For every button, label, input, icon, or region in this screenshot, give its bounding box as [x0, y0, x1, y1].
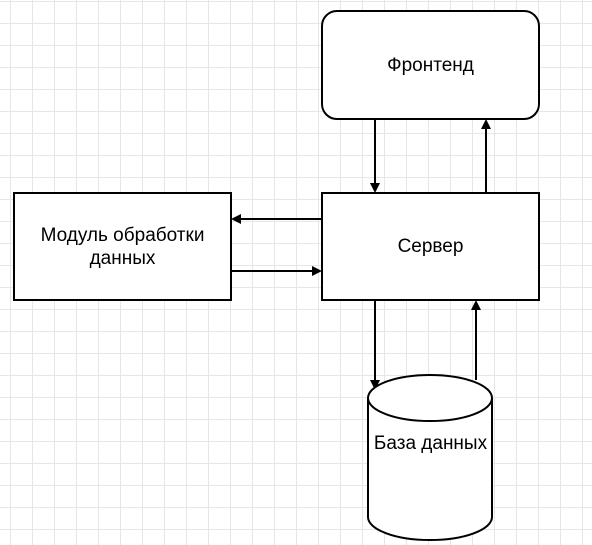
data-processing-module-node: Модуль обработки данных: [13, 192, 232, 301]
database-label: База данных: [373, 433, 488, 454]
database-cylinder-rim: [367, 397, 493, 422]
database-node: [367, 374, 493, 541]
server-label: Сервер: [397, 236, 464, 257]
data-processing-module-label: Модуль обработки данных: [40, 224, 205, 269]
frontend-label: Фронтенд: [387, 54, 474, 76]
server-node: Сервер: [321, 192, 540, 301]
frontend-node: Фронтенд: [321, 10, 540, 120]
database-cylinder-body: [367, 374, 493, 541]
